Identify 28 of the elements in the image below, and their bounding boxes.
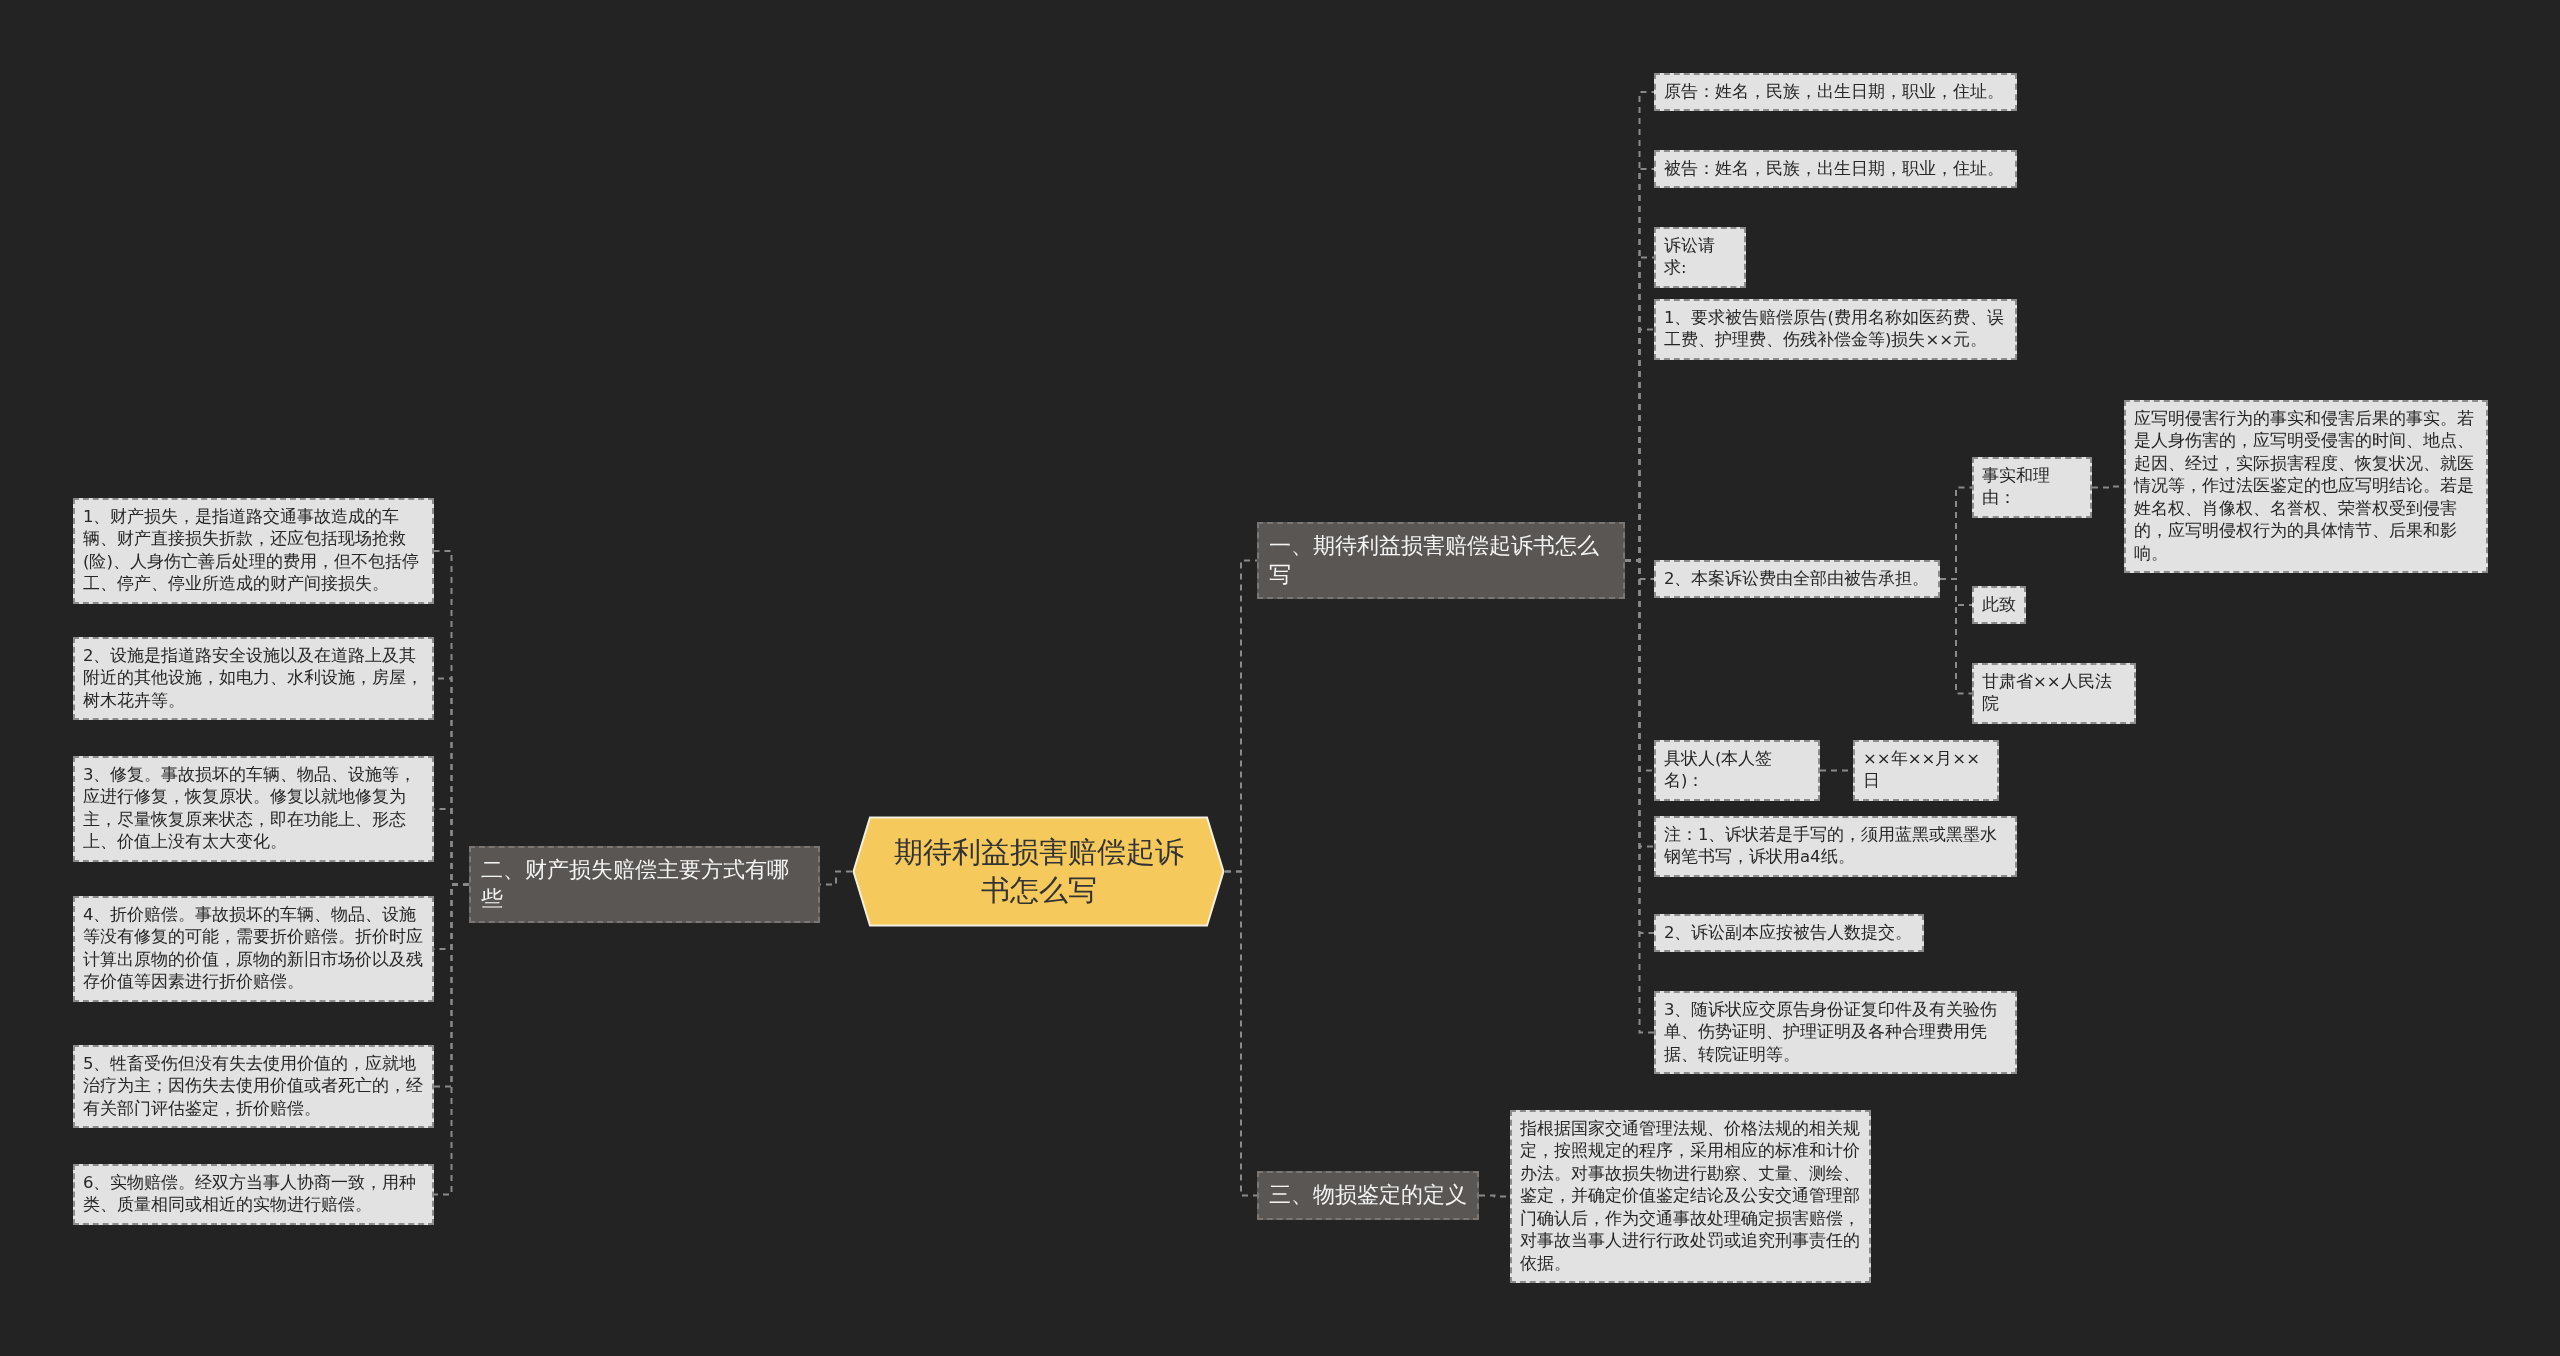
note-box: 甘肃省××人民法院: [1972, 663, 2136, 724]
note-box: 被告：姓名，民族，出生日期，职业，住址。: [1654, 150, 2017, 189]
note-box: 4、折价赔偿。事故损坏的车辆、物品、设施等没有修复的可能，需要折价赔偿。折价时应计算出原物的价值，原物的新旧市场价以及残存价值等因素进行折价赔偿。: [73, 896, 434, 1002]
note-box: 注：1、诉状若是手写的，须用蓝黑或黑墨水钢笔书写，诉状用a4纸。: [1654, 816, 2017, 877]
note-box: 3、修复。事故损坏的车辆、物品、设施等，应进行修复，恢复原状。修复以就地修复为主，尽量恢复原来状态，即在功能上、形态上、价值上没有太大变化。: [73, 756, 434, 862]
note-box: 3、随诉状应交原告身份证复印件及有关验伤单、伤势证明、护理证明及各种合理费用凭据、转院证明等。: [1654, 991, 2017, 1075]
note-box: 2、本案诉讼费由全部由被告承担。: [1654, 560, 1940, 599]
topic-box: 二、财产损失赔偿主要方式有哪些: [469, 846, 820, 924]
note-box: ××年××月××日: [1853, 740, 1999, 801]
note-box: 1、要求被告赔偿原告(费用名称如医药费、误工费、护理费、伤残补偿金等)损失××元。: [1654, 299, 2017, 360]
note-box: 应写明侵害行为的事实和侵害后果的事实。若是人身伤害的，应写明受侵害的时间、地点、起因、经过，实际损害程度、恢复状况、就医情况等，作过法医鉴定的也应写明结论。若是姓名权、肖像权、名誉权、荣誉权受到侵害的，应写明侵权行为的具体情节、后果和影响。: [2124, 400, 2488, 574]
note-box: 诉讼请求:: [1654, 227, 1746, 288]
note-box: 此致: [1972, 586, 2026, 625]
note-box: 事实和理由：: [1972, 457, 2092, 518]
note-box: 2、诉讼副本应按被告人数提交。: [1654, 914, 1924, 953]
topic-box: 三、物损鉴定的定义: [1257, 1171, 1479, 1220]
note-box: 5、牲畜受伤但没有失去使用价值的，应就地治疗为主；因伤失去使用价值或者死亡的，经有关部门评估鉴定，折价赔偿。: [73, 1045, 434, 1129]
central-topic-hexagon: 期待利益损害赔偿起诉书怎么写: [852, 816, 1225, 927]
note-box: 1、财产损失，是指道路交通事故造成的车辆、财产直接损失折款，还应包括现场抢救(险)、人身伤亡善后处理的费用，但不包括停工、停产、停业所造成的财产间接损失。: [73, 498, 434, 604]
note-box: 2、设施是指道路安全设施以及在道路上及其附近的其他设施，如电力、水利设施，房屋，树木花卉等。: [73, 637, 434, 721]
note-box: 具状人(本人签名)：: [1654, 740, 1820, 801]
topic-box: 一、期待利益损害赔偿起诉书怎么写: [1257, 522, 1625, 600]
note-box: 原告：姓名，民族，出生日期，职业，住址。: [1654, 73, 2017, 112]
note-box: 指根据国家交通管理法规、价格法规的相关规定，按照规定的程序，采用相应的标准和计价办法。对事故损失物进行勘察、丈量、测绘、鉴定，并确定价值鉴定结论及公安交通管理部门确认后，作为交通事故处理确定损害赔偿，对事故当事人进行行政处罚或追究刑事责任的依据。: [1510, 1110, 1871, 1284]
note-box: 6、实物赔偿。经双方当事人协商一致，用种类、质量相同或相近的实物进行赔偿。: [73, 1164, 434, 1225]
connector-line: [1224, 870, 1258, 1197]
connector-line: [1939, 578, 1973, 695]
connector-line: [433, 883, 470, 1196]
